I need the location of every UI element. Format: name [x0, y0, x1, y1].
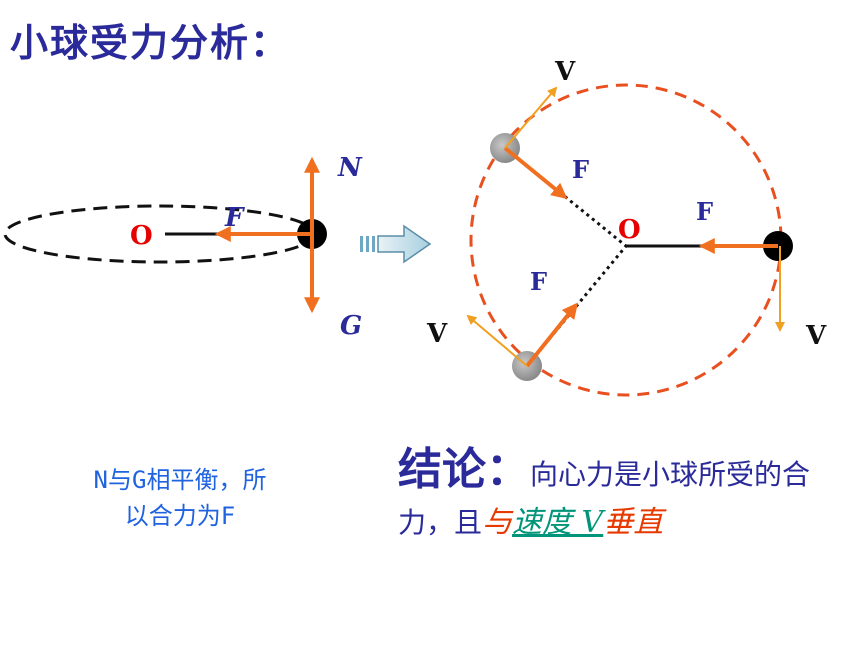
velocity-label-right: V — [805, 321, 827, 351]
conclusion-perpendicular: 垂直 — [603, 505, 664, 540]
velocity-label-left: V — [426, 319, 448, 349]
force-label-bottom: F — [530, 267, 547, 296]
transition-arrow-icon — [360, 224, 432, 264]
note-line-1: N与G相平衡，所 — [93, 466, 267, 494]
force-arrow-top — [503, 146, 568, 200]
left-diagram: O F N G — [3, 153, 363, 341]
force-label-right: F — [696, 197, 713, 226]
velocity-arrow-bottom — [466, 314, 528, 367]
conclusion: 结论：向心力是小球所受的合力，且与速度 V垂直 — [398, 448, 848, 549]
right-diagram: O V V V F F F — [426, 57, 827, 397]
conclusion-velocity: 速度 V — [512, 505, 604, 540]
conclusion-head: 结论： — [398, 444, 530, 495]
normal-label: N — [337, 153, 363, 183]
center-label-right: O — [618, 215, 641, 245]
center-label: O — [130, 221, 153, 251]
page-title: 小球受力分析： — [10, 21, 291, 65]
force-arrow-bottom — [525, 302, 579, 368]
note-line-2: 以合力为F — [124, 502, 236, 530]
balance-note: N与G相平衡，所 以合力为F — [30, 462, 330, 534]
force-label: F — [224, 203, 245, 233]
force-label-top: F — [572, 155, 589, 184]
velocity-label-top: V — [554, 57, 576, 87]
gravity-label: G — [340, 311, 362, 341]
velocity-arrow-top — [504, 86, 558, 149]
conclusion-text: 向心力是小球所受的合力，且 — [398, 458, 811, 539]
conclusion-with: 与 — [482, 505, 513, 540]
